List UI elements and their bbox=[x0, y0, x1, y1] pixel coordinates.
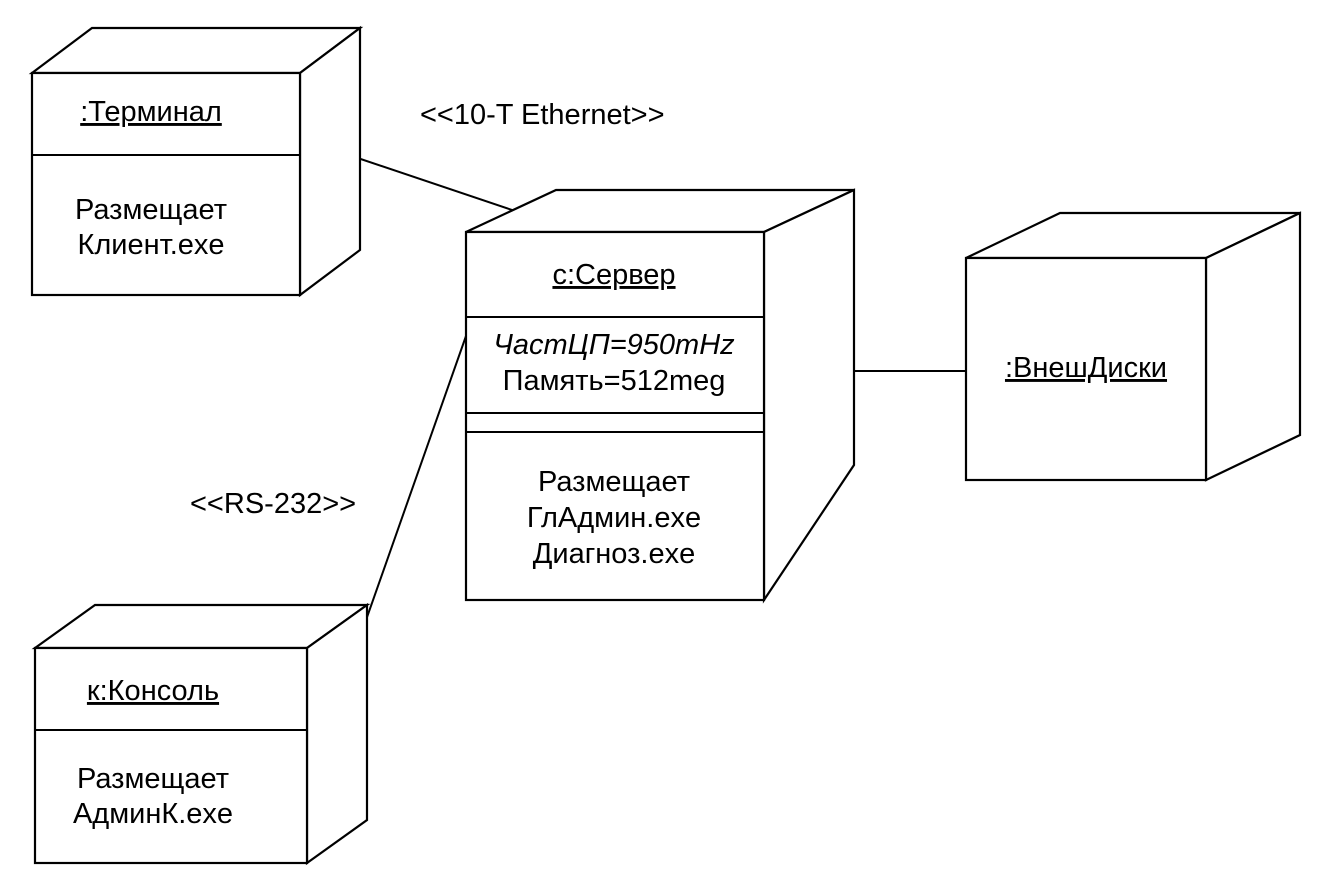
console-node: к:Консоль Размещает АдминК.exe bbox=[31, 602, 371, 866]
terminal-node: :Терминал Размещает Клиент.exe bbox=[28, 25, 364, 298]
server-body-line-2: ГлАдмин.exe bbox=[527, 502, 701, 534]
server-body-line-1: Размещает bbox=[538, 466, 690, 498]
server-attribute-cpu: ЧастЦП=950mHz bbox=[493, 329, 735, 361]
server-name: с:Сервер bbox=[552, 259, 675, 291]
terminal-name: :Терминал bbox=[80, 96, 222, 128]
server-node: с:Сервер ЧастЦП=950mHz Память=512meg Раз… bbox=[464, 188, 856, 604]
console-body-line-1: Размещает bbox=[77, 763, 229, 795]
disks-node: :ВнешДиски bbox=[964, 211, 1302, 482]
disks-name: :ВнешДиски bbox=[1005, 352, 1167, 384]
ethernet-label: <<10-T Ethernet>> bbox=[420, 99, 665, 131]
server-attribute-memory: Память=512meg bbox=[503, 365, 726, 397]
terminal-body-line-1: Размещает bbox=[75, 194, 227, 226]
server-body-line-3: Диагноз.exe bbox=[533, 538, 695, 570]
console-body-line-2: АдминК.exe bbox=[73, 798, 233, 830]
console-name: к:Консоль bbox=[87, 675, 219, 707]
terminal-body-line-2: Клиент.exe bbox=[77, 229, 224, 261]
rs232-label: <<RS-232>> bbox=[190, 488, 356, 520]
